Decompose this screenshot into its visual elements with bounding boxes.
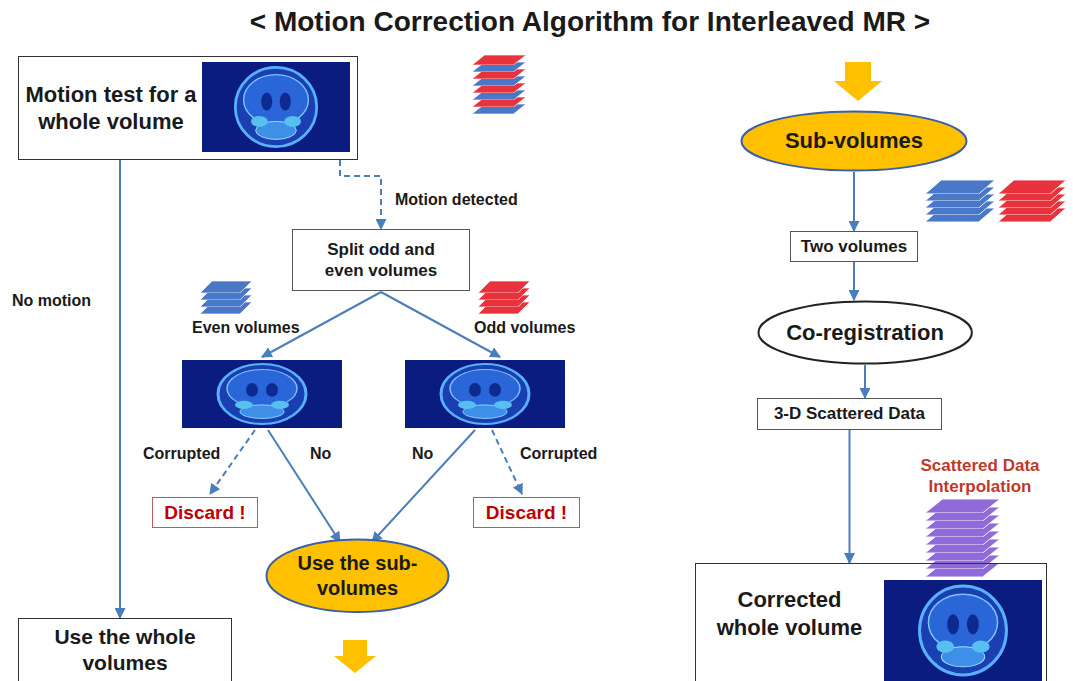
process-box: Two volumes	[790, 231, 918, 262]
mri-image	[884, 580, 1042, 681]
odd-slice-stack	[998, 180, 1066, 222]
node-text-group: Two volumes	[801, 236, 907, 257]
slice	[925, 180, 995, 194]
slice	[472, 55, 526, 65]
result-box: Corrected whole volume	[695, 563, 1047, 681]
odd-slice-stack	[478, 281, 530, 314]
slice	[478, 281, 530, 293]
mri-image	[182, 360, 342, 428]
node-text-group: Discard !	[164, 501, 245, 525]
ellipse-shape	[742, 112, 967, 171]
node-label: Sub-volumes	[785, 127, 923, 155]
node-label: Use the whole volumes	[50, 624, 200, 677]
continue-arrow	[334, 640, 376, 673]
mri-image	[405, 360, 565, 428]
mri-image	[202, 62, 350, 152]
process-box: Use the whole volumes	[18, 618, 232, 681]
even-slice-stack	[925, 180, 995, 222]
connector	[849, 430, 851, 563]
process-box: Split odd and even volumes	[292, 229, 470, 291]
node-text-group: Use the sub-volumes	[291, 551, 423, 601]
slice	[200, 281, 252, 293]
flow-label: No	[412, 444, 433, 464]
flow-label: Odd volumes	[474, 318, 575, 338]
even-slice-stack	[200, 281, 252, 314]
node-text-group: 3-D Scattered Data	[774, 403, 925, 424]
discard-box: Discard !	[473, 497, 580, 529]
slice-stack	[472, 55, 526, 114]
discard-box: Discard !	[152, 497, 258, 529]
slice	[925, 499, 1000, 513]
node-label: Use the sub-volumes	[291, 551, 423, 601]
node-text-group: Corrected whole volume	[707, 586, 872, 641]
node-text-group: Use the whole volumes	[50, 624, 200, 677]
flow-label: No	[310, 444, 331, 464]
node-label: Discard !	[164, 501, 245, 525]
flow-label: Even volumes	[192, 318, 300, 338]
connector	[853, 172, 855, 231]
continue-arrow	[834, 62, 882, 101]
connector	[340, 160, 381, 229]
node-text-group: Motion test for a whole volume	[25, 81, 197, 136]
ellipse-shape	[266, 540, 448, 613]
interpolated-slice-stack	[925, 499, 1000, 577]
node-label: Co-registration	[786, 319, 944, 347]
node-label: Motion test for a whole volume	[25, 81, 197, 136]
process-ellipse: Co-registration	[757, 300, 973, 365]
terminal-ellipse: Sub-volumes	[740, 110, 968, 172]
node-text-group: Co-registration	[786, 319, 944, 347]
diagram-title: < Motion Correction Algorithm for Interl…	[100, 4, 1073, 39]
flow-line	[492, 430, 522, 494]
node-text-group: Split odd and even volumes	[311, 239, 451, 282]
edge-label: No motion	[10, 291, 93, 311]
flow-label: Corrupted	[520, 444, 597, 464]
node-label: 3-D Scattered Data	[774, 403, 925, 424]
node-label: Two volumes	[801, 236, 907, 257]
node-label: Split odd and even volumes	[311, 239, 451, 282]
terminal-ellipse: Use the sub-volumes	[265, 538, 450, 614]
node-label: Corrected whole volume	[707, 586, 872, 641]
connector	[853, 262, 855, 300]
flow-line	[268, 430, 340, 542]
node-label: Discard !	[486, 501, 567, 525]
node-text-group: Discard !	[486, 501, 567, 525]
process-box: 3-D Scattered Data	[757, 398, 942, 430]
flow-line	[372, 430, 475, 542]
flow-label: Corrupted	[143, 444, 220, 464]
connector	[119, 160, 121, 618]
connector	[864, 365, 866, 398]
ellipse-shape	[758, 302, 971, 364]
process-box: Motion test for a whole volume	[18, 56, 358, 160]
node-text-group: Sub-volumes	[785, 127, 923, 155]
slice	[998, 180, 1066, 194]
edge-label: Scattered Data Interpolation	[892, 455, 1068, 498]
edge-label: Motion detected	[393, 190, 520, 210]
ellipse-outline	[265, 538, 450, 614]
